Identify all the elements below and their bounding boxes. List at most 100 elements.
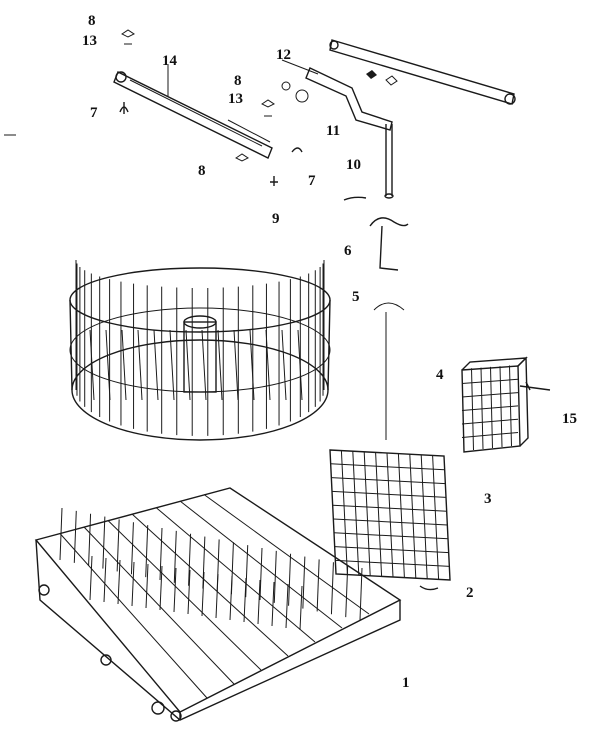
part-9-pin: [270, 176, 278, 186]
part-14-rail: [113, 65, 273, 159]
wire: [490, 366, 493, 449]
label-12: 12: [276, 47, 291, 63]
wire: [273, 550, 277, 603]
wire: [187, 569, 191, 615]
label-11: 11: [326, 123, 341, 139]
wire: [288, 553, 292, 606]
wire: [249, 329, 255, 401]
wire: [259, 547, 263, 601]
wire: [73, 510, 77, 563]
wire: [203, 494, 370, 615]
wire: [335, 559, 450, 567]
wire: [89, 329, 95, 401]
wire: [332, 504, 447, 512]
part-7-clip-low: [291, 147, 303, 153]
wire: [302, 556, 306, 609]
wire: [102, 516, 106, 569]
label-7-low: 7: [308, 173, 316, 189]
wire: [285, 583, 289, 629]
wire: [130, 522, 134, 575]
wire: [88, 513, 92, 566]
wire: [145, 525, 149, 578]
part-right-rail: [329, 39, 516, 105]
wire: [281, 329, 287, 401]
wire: [59, 533, 208, 699]
wire: [103, 557, 107, 603]
label-13-top: 13: [82, 33, 97, 49]
label-10: 10: [346, 157, 361, 173]
wire: [107, 520, 262, 671]
part-1-lower-rack: [34, 487, 402, 722]
part-15-handle: [519, 381, 551, 391]
wire: [461, 392, 519, 398]
wire: [117, 559, 121, 605]
wire: [461, 378, 519, 384]
label-6: 6: [344, 243, 352, 259]
wire: [169, 329, 175, 401]
label-7-left: 7: [90, 105, 98, 121]
wire: [179, 500, 343, 629]
part-5-upper-rack: [69, 260, 331, 441]
wire: [509, 365, 512, 447]
label-8-mid: 8: [234, 73, 242, 89]
wire: [332, 490, 447, 498]
part-12-bracket: [281, 59, 393, 131]
wire: [461, 418, 519, 425]
label-5: 5: [352, 289, 360, 305]
wire: [105, 329, 111, 401]
wire: [299, 585, 303, 631]
wire: [297, 329, 303, 401]
wire: [409, 454, 417, 579]
wire: [331, 477, 446, 485]
part-7-clip-left: [119, 102, 129, 114]
label-8-low: 8: [198, 163, 206, 179]
wire: [330, 562, 334, 615]
wire: [359, 567, 363, 621]
wire: [461, 405, 519, 411]
label-3: 3: [484, 491, 492, 507]
wire: [89, 555, 93, 601]
wire: [215, 573, 219, 619]
wire: [173, 530, 177, 583]
wire: [363, 451, 371, 576]
part-11-rod: [384, 124, 394, 199]
part-8-fastener-low: [235, 153, 249, 162]
wire: [420, 454, 428, 579]
wire: [271, 581, 275, 627]
wire: [334, 546, 449, 554]
label-2: 2: [466, 585, 474, 601]
wire: [333, 518, 448, 526]
wire: [499, 366, 503, 448]
wire: [145, 563, 149, 609]
label-4: 4: [436, 367, 444, 383]
wire: [316, 559, 320, 612]
wire: [432, 455, 440, 580]
part-4-silverware-basket: [461, 356, 529, 453]
wire: [131, 561, 135, 607]
wire: [155, 507, 316, 643]
wire: [188, 533, 192, 586]
part-6-hanger: [369, 217, 409, 271]
wire: [137, 329, 143, 401]
label-13-mid: 13: [228, 91, 243, 107]
wire: [340, 450, 348, 575]
wire: [375, 452, 383, 577]
part-13-fastener-top: [121, 29, 135, 45]
wire: [397, 453, 405, 578]
wire: [217, 329, 223, 401]
wire: [173, 567, 177, 613]
label-8-top: 8: [88, 13, 96, 29]
wire: [229, 575, 233, 621]
wire: [386, 452, 394, 578]
wire: [257, 579, 261, 625]
label-1: 1: [402, 675, 410, 691]
wire: [83, 526, 235, 685]
label-15: 15: [562, 411, 577, 427]
wire: [334, 532, 449, 540]
part-10-pin: [343, 196, 367, 201]
wire: [153, 329, 159, 401]
wire: [352, 451, 360, 576]
part-13-fastener-mid: [261, 99, 275, 117]
